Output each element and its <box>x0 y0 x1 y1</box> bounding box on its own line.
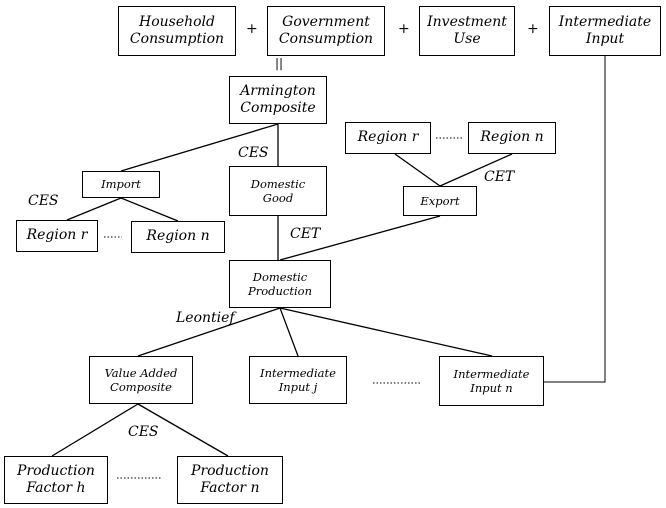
domestic-good-line2: Good <box>262 191 294 205</box>
government-line1: Government <box>282 13 370 30</box>
government-consumption-box: Government Consumption <box>267 6 385 56</box>
edge-region-r-export <box>394 153 441 187</box>
investment-line1: Investment <box>427 13 507 30</box>
domestic-production-line1: Domestic <box>252 269 308 284</box>
feedback-intermediate-input <box>544 56 606 383</box>
value-added-line2: Composite <box>110 380 172 394</box>
edge-production-value-added <box>137 307 281 357</box>
household-consumption-box: Household Consumption <box>118 6 236 56</box>
value-added-composite-box: Value Added Composite <box>89 356 193 404</box>
edge-export-production <box>279 215 441 261</box>
equals-sign: || <box>275 56 284 70</box>
investment-line2: Use <box>453 31 481 47</box>
household-line1: Household <box>138 13 215 30</box>
import-region-n-box: Region n <box>131 221 225 253</box>
plus-sign-3: + <box>527 21 539 37</box>
armington-line2: Composite <box>240 100 316 116</box>
factor-h-line2: Factor h <box>26 480 86 496</box>
value-added-line1: Value Added <box>104 365 178 380</box>
intermediate-input-top-box: Intermediate Input <box>549 6 661 56</box>
intermediate-input-n-box: Intermediate Input n <box>439 356 544 406</box>
import-label: Import <box>101 177 141 192</box>
cet-production-label: CET <box>290 226 321 242</box>
import-region-n-label: Region n <box>146 228 210 245</box>
intermediate-top-line1: Intermediate <box>558 13 652 30</box>
intermediate-n-line2: Input n <box>470 381 513 395</box>
production-factor-n-box: Production Factor n <box>177 456 283 504</box>
intermediate-j-line1: Intermediate <box>260 365 336 380</box>
government-line2: Consumption <box>278 31 374 47</box>
edge-value-added-factor-n <box>137 403 229 457</box>
domestic-production-box: Domestic Production <box>229 260 331 308</box>
export-region-n-label: Region n <box>480 129 544 146</box>
edge-production-intermediate-n <box>279 307 493 357</box>
edge-production-intermediate-j <box>279 307 299 357</box>
armington-composite-box: Armington Composite <box>229 76 327 124</box>
intermediate-n-line1: Intermediate <box>453 366 530 381</box>
ces-armington-label: CES <box>238 145 269 161</box>
plus-sign-1: + <box>246 21 258 37</box>
intermediate-j-line2: Input j <box>278 380 318 394</box>
export-box: Export <box>403 186 477 216</box>
export-region-r-label: Region r <box>357 129 419 146</box>
import-box: Import <box>82 171 160 198</box>
import-region-r-box: Region r <box>16 220 98 252</box>
export-region-r-box: Region r <box>345 122 431 154</box>
cet-export-label: CET <box>484 169 515 185</box>
domestic-production-line2: Production <box>248 284 312 298</box>
ces-value-added-label: CES <box>128 424 159 440</box>
factor-n-line1: Production <box>191 462 269 479</box>
factor-n-line2: Factor n <box>200 480 260 496</box>
ces-import-label: CES <box>28 193 59 209</box>
leontief-label: Leontief <box>176 310 235 326</box>
edge-region-n-export <box>439 153 513 187</box>
intermediate-top-line2: Input <box>585 31 625 47</box>
plus-sign-2: + <box>398 21 410 37</box>
export-label: Export <box>420 193 460 208</box>
investment-use-box: Investment Use <box>419 6 515 56</box>
export-region-n-box: Region n <box>468 122 556 154</box>
edge-value-added-factor-h <box>51 403 139 457</box>
edge-import-region-n <box>120 197 179 222</box>
intermediate-input-j-box: Intermediate Input j <box>249 356 347 404</box>
edge-import-region-r <box>66 197 122 221</box>
domestic-good-box: Domestic Good <box>229 166 327 216</box>
factor-h-line1: Production <box>17 462 95 479</box>
import-region-r-label: Region r <box>26 227 88 244</box>
armington-line1: Armington <box>240 82 316 99</box>
production-factor-h-box: Production Factor h <box>4 456 108 504</box>
domestic-good-line1: Domestic <box>250 176 306 191</box>
edge-armington-import <box>120 123 279 172</box>
household-line2: Consumption <box>129 31 225 47</box>
